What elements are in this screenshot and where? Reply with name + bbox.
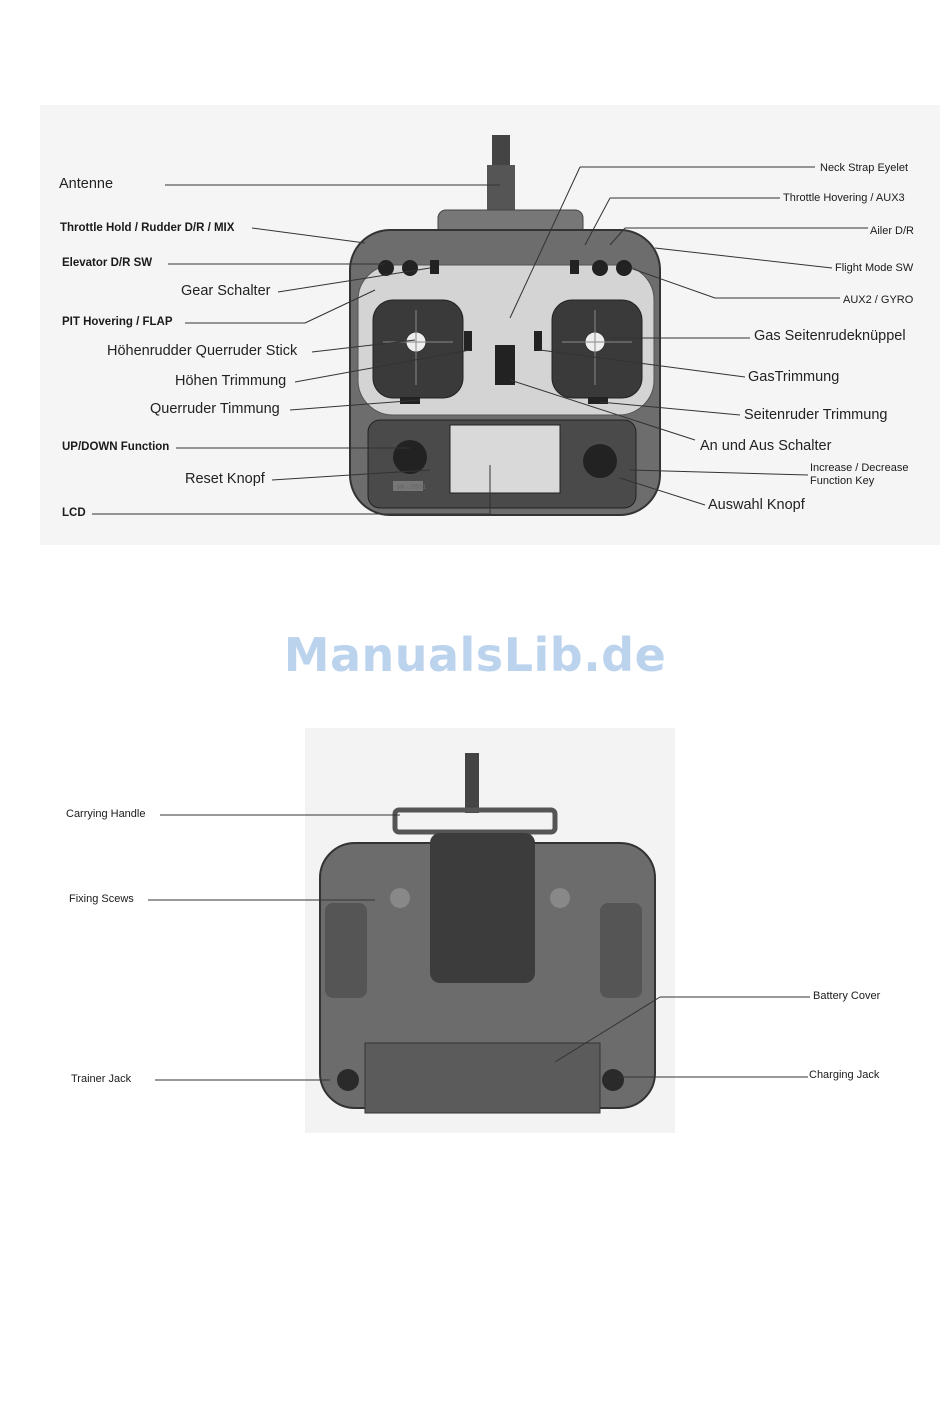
label-up-down: UP/DOWN Function	[62, 441, 170, 453]
model-label: WK-2801	[397, 484, 426, 492]
label-hoehen-trim: Höhen Trimmung	[175, 373, 287, 389]
label-throttle-hold: Throttle Hold / Rudder D/R / MIX	[60, 222, 235, 234]
label-charging-jack: Charging Jack	[809, 1069, 880, 1081]
label-trainer-jack: Trainer Jack	[71, 1073, 132, 1085]
label-querruder-trim: Querruder Timmung	[150, 401, 280, 417]
label-hoehenruder-stick: Höhenrudder Querruder Stick	[107, 343, 298, 359]
label-function-key: Function Key	[810, 475, 875, 487]
transmitter-front-photo: WK-2801	[40, 105, 940, 545]
label-pit-hovering: PIT Hovering / FLAP	[62, 316, 173, 328]
label-reset: Reset Knopf	[185, 471, 265, 487]
label-increase-decrease: Increase / Decrease	[810, 462, 909, 474]
label-antenne: Antenne	[59, 176, 114, 192]
label-auswahl: Auswahl Knopf	[708, 497, 805, 513]
label-gas-stick: Gas Seitenrudeknüppel	[754, 328, 906, 344]
label-elevator-dr: Elevator D/R SW	[62, 257, 153, 269]
label-ailer-dr: Ailer D/R	[870, 225, 915, 237]
label-lcd: LCD	[62, 507, 86, 519]
label-an-aus: An und Aus Schalter	[700, 438, 832, 454]
label-neck-strap: Neck Strap Eyelet	[820, 162, 909, 174]
transmitter-back-illustration	[319, 753, 656, 1114]
label-flight-mode: Flight Mode SW	[835, 262, 914, 274]
label-gas-trim: GasTrimmung	[748, 369, 840, 385]
label-fixing-screws: Fixing Scews	[69, 893, 134, 905]
transmitter-back-photo	[305, 728, 675, 1133]
watermark: ManualsLib.de	[283, 628, 667, 682]
label-battery-cover: Battery Cover	[813, 990, 881, 1002]
label-carrying-handle: Carrying Handle	[66, 808, 146, 820]
label-seitenruder-trim: Seitenruder Trimmung	[744, 407, 888, 423]
label-gear: Gear Schalter	[181, 283, 271, 299]
transmitter-front-illustration: WK-2801	[349, 135, 661, 516]
label-aux2-gyro: AUX2 / GYRO	[843, 294, 914, 306]
label-throttle-hovering: Throttle Hovering / AUX3	[783, 192, 905, 204]
